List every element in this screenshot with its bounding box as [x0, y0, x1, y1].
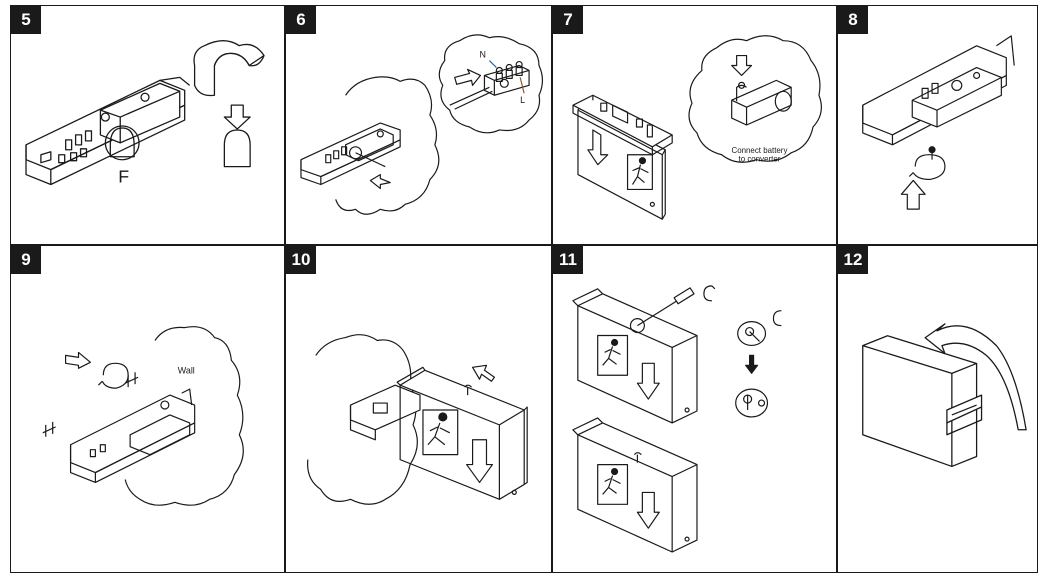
step-5-panel: F 5 [10, 5, 285, 245]
instruction-grid: F 5 [10, 5, 1038, 573]
step-6-panel: N L 6 [285, 5, 552, 245]
step-9-illustration: Wall [42, 326, 244, 506]
neutral-wire-label: N [479, 50, 485, 60]
step-number-badge: 6 [286, 6, 316, 34]
step-number-badge: 7 [553, 6, 583, 34]
step-10-panel: 10 [285, 245, 552, 573]
step-number-badge: 11 [553, 246, 583, 274]
step-number-badge: 5 [11, 6, 41, 34]
live-wire-label: L [520, 95, 525, 105]
step-8-illustration [862, 35, 1015, 210]
step-6-illustration: N L [300, 34, 544, 215]
step-10-illustration [307, 334, 528, 505]
step-7-illustration: Connect battery to converter [572, 35, 822, 220]
step-number-badge: 8 [838, 6, 868, 34]
battery-note-line2: to converter [739, 155, 781, 164]
step-12-panel: 12 [837, 245, 1038, 573]
battery-note-line1: Connect battery [731, 146, 787, 155]
step-11-illustration [572, 285, 782, 553]
step-12-illustration [862, 323, 1027, 468]
step-5-callout-label: F [118, 167, 129, 187]
step-7-panel: Connect battery to converter 7 [552, 5, 837, 245]
step-number-badge: 10 [286, 246, 316, 274]
step-8-panel: 8 [837, 5, 1038, 245]
wall-label: Wall [178, 365, 195, 375]
step-11-panel: 11 [552, 245, 837, 573]
step-9-panel: Wall 9 [10, 245, 285, 573]
step-number-badge: 9 [11, 246, 41, 274]
step-number-badge: 12 [838, 246, 868, 274]
step-5-illustration: F [25, 40, 265, 187]
